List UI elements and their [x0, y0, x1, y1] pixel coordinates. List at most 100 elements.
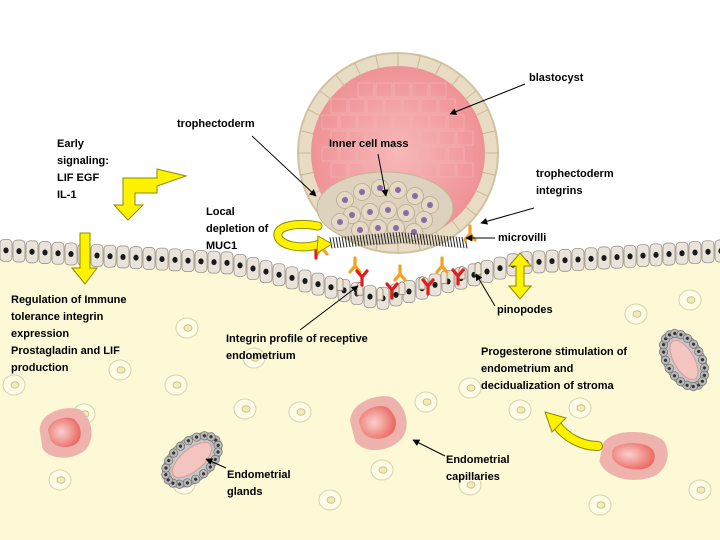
integrin-receptor	[451, 268, 465, 286]
stromal-nucleus	[466, 481, 476, 489]
gland-body	[659, 328, 709, 392]
epithelial-nucleus	[562, 257, 568, 264]
epithelial-nucleus	[536, 258, 542, 265]
regulation-label: Regulation of Immune tolerance integrin …	[11, 294, 127, 374]
gland-nucleus	[697, 349, 701, 354]
blastocoel-cell-outline	[330, 98, 348, 114]
epithelial-nucleus	[328, 284, 334, 291]
gland-nucleus	[186, 439, 190, 443]
microvillus	[410, 232, 414, 245]
gland-nucleus	[202, 434, 207, 438]
gland-nucleus	[171, 481, 175, 485]
blastocoel-cell-outline	[357, 82, 375, 98]
blastocoel-cell-outline	[393, 114, 411, 130]
epithelial-nucleus	[432, 281, 438, 288]
endometrial-glands-label: Endometrial glands	[227, 469, 291, 498]
microvillus	[332, 237, 336, 249]
blastocoel-cell-outline	[348, 98, 366, 114]
blastocoel-cell-outline	[429, 82, 447, 98]
microvillus	[419, 233, 423, 245]
gland-nucleus	[194, 477, 198, 481]
epithelial-cell	[714, 239, 720, 263]
gland-nucleus	[691, 342, 696, 346]
inner-cell-mass-nucleus	[367, 209, 373, 215]
blastocoel-cell-outline	[357, 146, 375, 162]
endometrial-capillary-1	[39, 408, 92, 458]
blastocoel-cell-outline	[375, 146, 393, 162]
muc1-curved-arrow	[273, 219, 333, 254]
pinopode	[398, 281, 406, 295]
microvillus	[386, 232, 390, 244]
microvillus	[362, 234, 366, 246]
epithelial-nucleus	[653, 251, 659, 258]
epithelial-nucleus	[159, 256, 165, 263]
gland-nucleus	[194, 435, 199, 439]
microvillus	[416, 233, 420, 245]
epithelial-nucleus	[497, 265, 503, 272]
microvillus	[449, 236, 453, 248]
microvillus	[401, 232, 405, 244]
trophectoderm-cell-border	[481, 171, 496, 176]
gland-nucleus	[172, 451, 176, 455]
trophectoderm-cell-border	[481, 130, 496, 135]
microvillus	[443, 235, 447, 247]
epithelial-nucleus	[276, 271, 282, 278]
gland-nucleus	[700, 358, 705, 362]
endometrial-capillary-3	[599, 432, 668, 480]
trophectoderm-label: trophectoderm	[177, 118, 255, 130]
early-signaling-label: Early signaling: LIF EGF IL-1	[57, 138, 109, 201]
stromal-nucleus	[378, 466, 388, 474]
epithelial-nucleus	[94, 252, 100, 259]
blastocoel-cell-outline	[366, 130, 384, 146]
blastocyst-label: blastocyst	[529, 72, 584, 84]
blastocoel-cell-outline	[447, 114, 465, 130]
epithelial-nucleus	[367, 293, 373, 300]
microvilli-graphic	[329, 231, 468, 249]
epithelial-nucleus	[55, 250, 61, 257]
epithelial-nucleus	[68, 251, 74, 258]
pinopodes-double-arrow	[507, 252, 533, 300]
gland-nucleus	[213, 457, 217, 462]
stromal-nucleus	[116, 366, 126, 374]
microvillus	[404, 232, 408, 244]
trophectoderm-cell-border	[416, 55, 421, 70]
trophectoderm-cell-border	[451, 74, 461, 87]
stromal-nucleus	[696, 486, 706, 494]
inner-cell-mass-nucleus	[427, 202, 433, 208]
blastocoel-cell-outline	[384, 98, 402, 114]
epithelial-nucleus	[302, 278, 308, 284]
gland-nucleus	[201, 472, 206, 476]
epithelial-nucleus	[640, 252, 646, 259]
integrin-receptor	[393, 264, 407, 282]
microvillus	[356, 235, 360, 247]
inner-cell-mass-nucleus	[403, 210, 409, 216]
gland-nucleus	[700, 379, 704, 383]
inner-cell-mass-nucleus	[421, 217, 427, 223]
gland-nucleus	[177, 482, 182, 486]
gland-nucleus	[691, 384, 695, 389]
microvillus	[440, 235, 444, 247]
microvillus	[365, 234, 369, 246]
trophectoderm-cell-border	[319, 90, 332, 100]
endometrial-capillaries-label: Endometrial capillaries	[446, 454, 510, 483]
blastocoel-cell-outline	[366, 98, 384, 114]
epithelial-nucleus	[315, 281, 321, 288]
inner-cell-mass-nucleus	[393, 225, 399, 231]
microvillus	[392, 232, 396, 244]
stromal-nucleus	[296, 408, 306, 416]
gland-nucleus	[679, 333, 683, 337]
epithelial-nucleus	[211, 259, 217, 266]
inner-cell-mass-nucleus	[337, 219, 343, 225]
trophectoderm-cell-border	[307, 109, 321, 117]
microvillus	[398, 231, 402, 244]
integrin-receptor	[385, 282, 399, 300]
blastocoel-cell-outline	[357, 114, 375, 130]
trophectoderm-cell-border	[300, 130, 315, 135]
gland-nucleus	[702, 366, 707, 370]
trophectoderm-cell-border	[475, 189, 489, 197]
epithelial-nucleus	[107, 253, 113, 260]
blastocoel-cell-outline	[438, 98, 456, 114]
epithelial-nucleus	[250, 265, 256, 272]
inner-cell-mass-nucleus	[377, 185, 383, 191]
trophectoderm-cell-border	[464, 90, 477, 100]
